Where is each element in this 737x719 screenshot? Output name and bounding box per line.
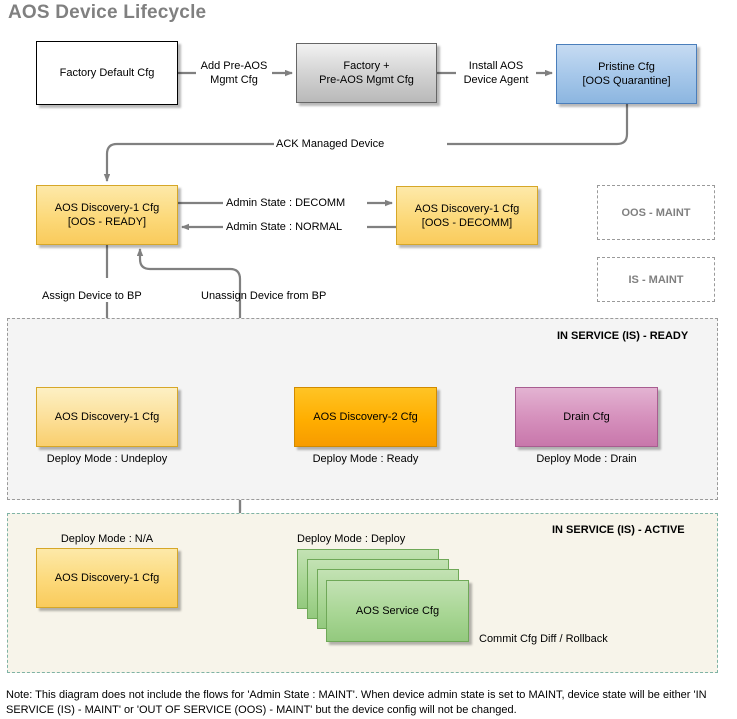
edge-label-add-pre-aos: Add Pre-AOS Mgmt Cfg [196, 59, 272, 87]
node-is-maint: IS - MAINT [597, 257, 715, 302]
node-oos-maint: OOS - MAINT [597, 185, 715, 240]
node-pristine-cfg[interactable]: Pristine Cfg [OOS Quarantine] [556, 44, 697, 104]
node-discovery1-decomm-line2: [OOS - DECOMM] [421, 216, 513, 229]
footnote: Note: This diagram does not include the … [6, 689, 707, 716]
node-active-aos-discovery1-cfg[interactable]: AOS Discovery-1 Cfg [36, 548, 178, 608]
node-factory-plus-mgmt-line1: Factory + [343, 60, 390, 72]
caption-deploy-undeploy: Deploy Mode : Undeploy [46, 453, 168, 465]
edge-label-add-pre-aos-line1: Add Pre-AOS [200, 60, 268, 72]
node-active-discovery1-label: AOS Discovery-1 Cfg [54, 572, 160, 584]
caption-deploy-deploy: Deploy Mode : Deploy [297, 533, 406, 545]
node-factory-default-cfg-label: Factory Default Cfg [59, 67, 155, 79]
edge-label-ack-managed-device: ACK Managed Device [274, 137, 387, 151]
caption-deploy-drain: Deploy Mode : Drain [536, 453, 637, 465]
edge-label-install-aos-line2: Device Agent [463, 74, 529, 86]
node-ready-discovery2-label: AOS Discovery-2 Cfg [313, 411, 418, 423]
edge-ack-right-seg [447, 104, 629, 146]
edge-label-unassign-device-from-bp: Unassign Device from BP [201, 290, 327, 302]
edge-label-install-aos-line1: Install AOS [468, 60, 524, 72]
region-label-is-ready: IN SERVICE (IS) - READY [557, 330, 689, 342]
region-label-is-active: IN SERVICE (IS) - ACTIVE [552, 524, 685, 536]
edge-label-admin-state-normal: Admin State : NORMAL [224, 220, 345, 234]
edge-label-admin-state-decomm: Admin State : DECOMM [224, 196, 348, 210]
edge-label-add-pre-aos-line2: Mgmt Cfg [210, 74, 258, 86]
node-ready-drain-label: Drain Cfg [563, 411, 610, 423]
edge-label-commit-cfg-diff-rollback: Commit Cfg Diff / Rollback [479, 633, 608, 645]
node-factory-plus-mgmt-line2: Pre-AOS Mgmt Cfg [319, 74, 414, 86]
node-aos-discovery1-oos-decomm[interactable]: AOS Discovery-1 Cfg [OOS - DECOMM] [396, 186, 538, 245]
node-ready-aos-discovery2-cfg[interactable]: AOS Discovery-2 Cfg [294, 387, 437, 447]
node-pristine-line2: [OOS Quarantine] [582, 75, 671, 87]
node-discovery1-ready-line1: AOS Discovery-1 Cfg [54, 202, 160, 214]
node-aos-discovery1-oos-ready[interactable]: AOS Discovery-1 Cfg [OOS - READY] [36, 185, 178, 245]
page-title: AOS Device Lifecycle [8, 2, 207, 23]
edge-label-assign-device-to-bp: Assign Device to BP [42, 290, 142, 302]
node-active-service-cfg[interactable]: AOS Service Cfg [326, 580, 469, 642]
node-pristine-line1: Pristine Cfg [598, 61, 655, 73]
node-ready-aos-discovery1-cfg[interactable]: AOS Discovery-1 Cfg [36, 387, 178, 447]
caption-deploy-na: Deploy Mode : N/A [60, 533, 154, 545]
node-ready-discovery1-label: AOS Discovery-1 Cfg [54, 411, 160, 423]
node-discovery1-decomm-line1: AOS Discovery-1 Cfg [414, 202, 520, 215]
caption-deploy-ready: Deploy Mode : Ready [312, 453, 419, 465]
node-ready-drain-cfg[interactable]: Drain Cfg [515, 387, 658, 447]
node-factory-default-cfg[interactable]: Factory Default Cfg [36, 41, 178, 105]
edge-ack-left-seg [103, 142, 276, 182]
node-is-maint-label: IS - MAINT [628, 273, 684, 286]
node-oos-maint-label: OOS - MAINT [621, 206, 691, 219]
node-active-service-label: AOS Service Cfg [355, 605, 440, 617]
node-factory-plus-mgmt-cfg[interactable]: Factory + Pre-AOS Mgmt Cfg [296, 43, 437, 103]
node-discovery1-ready-line2: [OOS - READY] [67, 216, 147, 228]
edge-label-install-aos-agent: Install AOS Device Agent [456, 59, 536, 87]
